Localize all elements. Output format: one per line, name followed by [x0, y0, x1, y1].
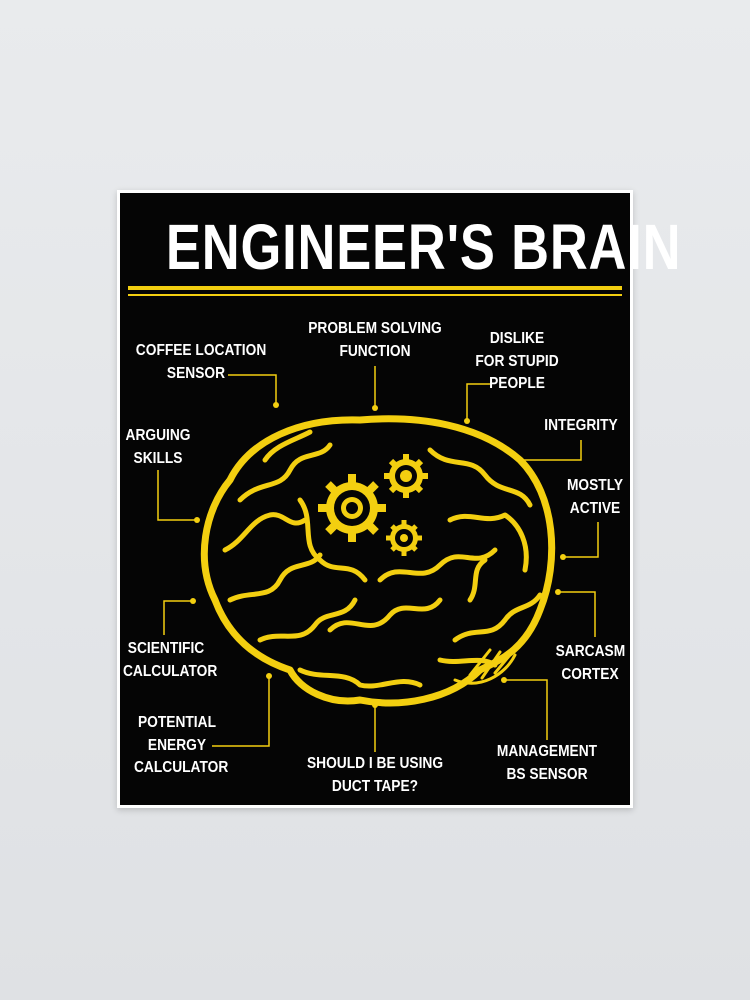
label-line: MOSTLY [566, 477, 624, 494]
label-line: ARGUING [125, 427, 191, 444]
label-line: CALCULATOR [123, 662, 218, 680]
label-dislike: DISLIKE FOR STUPID PEOPLE [474, 328, 560, 396]
leader-dots [190, 402, 566, 708]
label-line: PROBLEM SOLVING [308, 320, 442, 337]
label-line: FUNCTION [339, 342, 411, 360]
label-line: INTEGRITY [544, 417, 618, 434]
brain-cerebellum [453, 648, 517, 685]
label-line: SENSOR [166, 364, 226, 382]
brain-outline [200, 415, 556, 707]
label-line: BS SENSOR [506, 765, 588, 783]
label-line: SKILLS [133, 449, 183, 467]
label-scientific-calculator: SCIENTIFIC CALCULATOR [123, 638, 218, 683]
label-line: MANAGEMENT [496, 743, 598, 760]
label-line: FOR STUPID [475, 352, 559, 370]
title-underline-thin [128, 294, 622, 296]
label-line: ENERGY [147, 736, 207, 754]
gear-icon-small [386, 520, 422, 556]
label-sarcasm-cortex: SARCASM CORTEX [555, 641, 626, 686]
label-line: POTENTIAL [138, 714, 216, 731]
label-line: SHOULD I BE USING [306, 755, 444, 772]
label-line: DISLIKE [489, 330, 545, 347]
gear-icon-large [318, 474, 386, 542]
label-mostly-active: MOSTLY ACTIVE [565, 475, 625, 520]
title-underline [128, 286, 622, 290]
gear-icon-top [384, 454, 428, 498]
label-problem-solving: PROBLEM SOLVING FUNCTION [306, 318, 444, 363]
brain-folds [222, 429, 543, 689]
label-line: CORTEX [561, 665, 619, 683]
label-line: SARCASM [555, 643, 626, 660]
label-integrity: INTEGRITY [542, 415, 619, 438]
leader-lines [157, 366, 599, 752]
label-line: SCIENTIFIC [127, 640, 205, 657]
label-line: ACTIVE [569, 499, 621, 517]
label-duct-tape: SHOULD I BE USING DUCT TAPE? [302, 753, 448, 798]
label-line: COFFEE LOCATION [135, 342, 267, 359]
label-coffee-location-sensor: COFFEE LOCATION SENSOR [135, 340, 267, 385]
label-line: CALCULATOR [134, 759, 229, 776]
label-line: DUCT TAPE? [331, 777, 419, 795]
label-management-bs-sensor: MANAGEMENT BS SENSOR [495, 741, 598, 786]
label-potential-energy-calculator: POTENTIAL ENERGY CALCULATOR [134, 712, 229, 780]
label-arguing-skills: ARGUING SKILLS [124, 425, 193, 470]
label-line: PEOPLE [489, 375, 545, 392]
